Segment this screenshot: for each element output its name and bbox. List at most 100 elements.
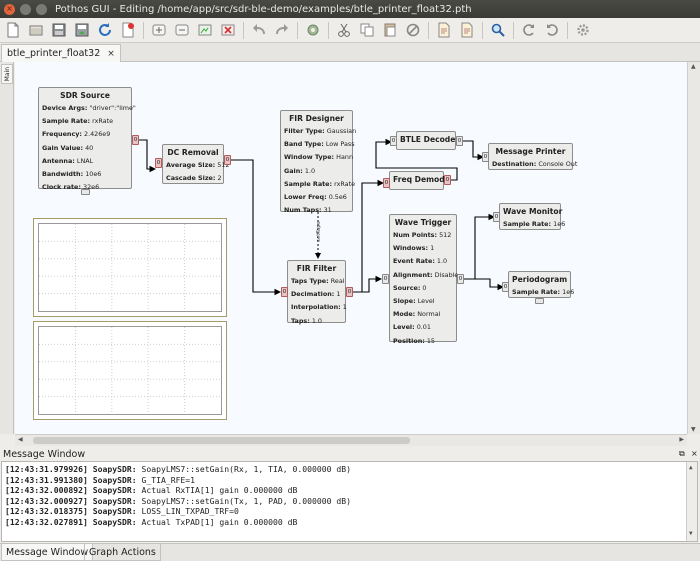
block-prop: Windows: 1 xyxy=(393,244,435,253)
message-log-scrollbar[interactable]: ▲ ▼ xyxy=(686,462,697,541)
canvas-horizontal-scrollbar[interactable]: ◀ ▶ xyxy=(15,434,687,446)
block-title: Wave Trigger xyxy=(394,218,452,227)
block-prop: Gain: 1.0 xyxy=(284,166,316,175)
port-out[interactable]: 0 xyxy=(132,135,139,145)
toolbar-separator xyxy=(328,21,329,39)
block-dc-removal[interactable]: DC Removal Average Size: 512 Cascade Siz… xyxy=(162,144,229,184)
block-wave-monitor[interactable]: Wave Monitor Sample Rate: 1e6 xyxy=(499,203,565,230)
periodogram-plot-widget[interactable] xyxy=(33,321,227,420)
block-message-printer[interactable]: Message Printer Destination: Console Out xyxy=(488,143,577,170)
block-periodogram[interactable]: Periodogram Sample Rate: 1e6 xyxy=(508,271,574,298)
rotate-right-icon[interactable] xyxy=(543,21,561,39)
scroll-right-icon[interactable]: ▶ xyxy=(679,436,684,443)
window-minimize-button[interactable] xyxy=(20,3,31,15)
block-wave-trigger[interactable]: Wave Trigger Num Points: 512 Windows: 1 … xyxy=(389,214,458,345)
dock-tab-bar: Message Window Graph Actions xyxy=(0,543,700,561)
tab-message-window[interactable]: Message Window xyxy=(1,544,94,561)
redo-icon[interactable] xyxy=(273,21,291,39)
block-prop: Num Taps: 31 xyxy=(284,206,332,215)
port-in[interactable]: 0 xyxy=(382,274,389,284)
block-sdr-source[interactable]: SDR Source Device Args: "driver":"lime" … xyxy=(38,87,136,191)
scroll-up-icon[interactable]: ▲ xyxy=(689,464,693,471)
window-maximize-button[interactable] xyxy=(36,3,47,15)
port-ctrl[interactable] xyxy=(535,298,544,304)
scroll-down-icon[interactable]: ▼ xyxy=(689,530,693,538)
port-ctrl[interactable] xyxy=(81,189,90,195)
new-icon[interactable] xyxy=(4,21,22,39)
block-prop: Position: 15 xyxy=(393,336,435,345)
close-icon[interactable]: × xyxy=(691,449,698,458)
settings-icon[interactable] xyxy=(574,21,592,39)
port-in[interactable]: 0 xyxy=(390,136,397,146)
window-close-button[interactable]: × xyxy=(4,3,15,15)
scrollbar-thumb[interactable] xyxy=(33,437,410,444)
undo-icon[interactable] xyxy=(250,21,268,39)
float-icon[interactable]: ⧉ xyxy=(679,449,685,458)
tab-graph-actions[interactable]: Graph Actions xyxy=(84,544,161,561)
side-tab-main[interactable]: Main xyxy=(1,64,13,84)
message-window-title: Message Window xyxy=(3,448,86,460)
scroll-down-icon[interactable]: ▼ xyxy=(691,426,696,433)
block-freq-demod[interactable]: Freq Demod xyxy=(389,171,445,190)
log-line: [12:43:32.018375] SoapySDR: LOSS_LIN_TXP… xyxy=(5,506,239,517)
cut-icon[interactable] xyxy=(335,21,353,39)
title-bar: × Pothos GUI - Editing /home/app/src/sdr… xyxy=(0,0,700,18)
block-fir-designer[interactable]: FIR Designer Filter Type: Gaussian Band … xyxy=(280,110,356,214)
canvas-vertical-scrollbar[interactable]: ▲ ▼ xyxy=(687,62,700,434)
pdf-icon[interactable] xyxy=(119,21,137,39)
log-line: [12:43:32.000892] SoapySDR: Actual RxTIA… xyxy=(5,485,298,496)
close-icon[interactable]: × xyxy=(107,48,115,59)
port-in[interactable]: 0 xyxy=(155,158,162,168)
reload-icon[interactable] xyxy=(96,21,114,39)
block-fir-filter[interactable]: FIR Filter Taps Type: Real Decimation: 1… xyxy=(287,260,347,325)
find-icon[interactable] xyxy=(489,21,507,39)
log-line: [12:43:31.991380] SoapySDR: G_TIA_RFE=1 xyxy=(5,474,196,485)
activate-icon[interactable] xyxy=(304,21,322,39)
connection-layer: setTaps xyxy=(139,138,505,296)
zoom-in-icon[interactable] xyxy=(150,21,168,39)
zoom-original-icon[interactable] xyxy=(196,21,214,39)
save-icon[interactable] xyxy=(50,21,68,39)
document-tab[interactable]: btle_printer_float32 × xyxy=(1,44,121,62)
block-prop: Device Args: "driver":"lime" xyxy=(42,104,136,112)
block-prop: Cascade Size: 2 xyxy=(166,174,222,183)
graph-canvas[interactable]: setTaps SDR Source Device Args: "driver"… xyxy=(15,62,687,434)
message-log[interactable]: [12:43:31.979926] SoapySDR: SoapyLMS7::s… xyxy=(1,461,698,542)
save-as-icon[interactable] xyxy=(73,21,91,39)
port-in[interactable]: 0 xyxy=(482,152,489,162)
block-prop: Sample Rate: rxRate xyxy=(284,179,356,188)
port-out[interactable]: 0 xyxy=(444,175,451,185)
scroll-up-icon[interactable]: ▲ xyxy=(691,63,696,70)
block-prop: Frequency: 2.426e9 xyxy=(42,130,111,139)
port-in[interactable]: 0 xyxy=(281,287,288,297)
rotate-left-icon[interactable] xyxy=(520,21,538,39)
port-out[interactable]: 0 xyxy=(456,136,463,146)
port-in[interactable]: 0 xyxy=(383,178,390,188)
open-icon[interactable] xyxy=(27,21,45,39)
port-out[interactable]: 0 xyxy=(346,287,353,297)
block-title: Wave Monitor xyxy=(503,207,563,216)
paste-icon[interactable] xyxy=(381,21,399,39)
delete-icon[interactable] xyxy=(404,21,422,39)
scroll-left-icon[interactable]: ◀ xyxy=(18,436,23,443)
toolbar-separator xyxy=(243,21,244,39)
block-title: DC Removal xyxy=(167,148,219,157)
port-out[interactable]: 0 xyxy=(457,274,464,284)
block-title: FIR Designer xyxy=(289,114,344,123)
taps-connection-label: setTaps xyxy=(316,221,322,242)
message-window-header: Message Window ⧉ × xyxy=(0,447,700,461)
properties-icon[interactable] xyxy=(435,21,453,39)
cancel-icon[interactable] xyxy=(219,21,237,39)
wave-monitor-plot-widget[interactable] xyxy=(33,218,227,317)
zoom-out-icon[interactable] xyxy=(173,21,191,39)
block-btle-decoder[interactable]: BTLE Decoder xyxy=(396,131,460,150)
properties-icon-2[interactable] xyxy=(458,21,476,39)
block-prop: Taps Type: Real xyxy=(291,277,345,285)
copy-icon[interactable] xyxy=(358,21,376,39)
port-in[interactable]: 0 xyxy=(493,212,500,222)
port-in[interactable]: 0 xyxy=(502,282,509,292)
block-title: BTLE Decoder xyxy=(400,135,460,144)
port-out[interactable]: 0 xyxy=(224,155,231,165)
toolbar-separator xyxy=(143,21,144,39)
side-tab-bar: Main xyxy=(0,62,14,434)
